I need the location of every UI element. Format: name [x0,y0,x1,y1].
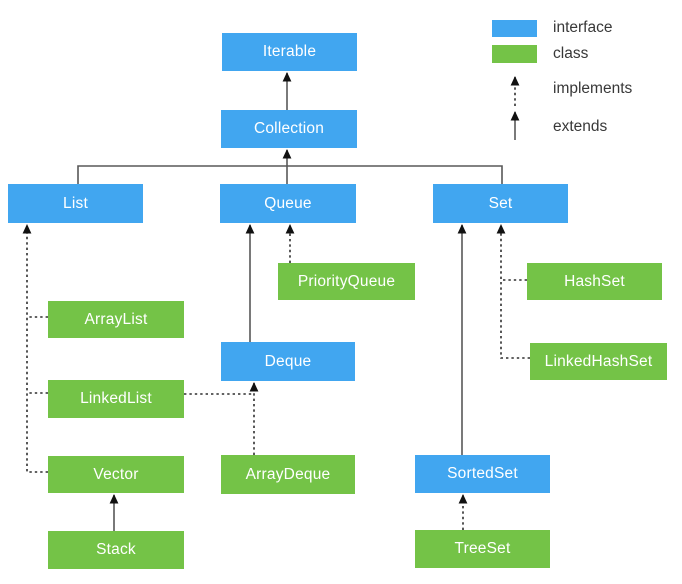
node-arraydeque: ArrayDeque [221,455,355,494]
node-queue: Queue [220,184,356,223]
node-iterable: Iterable [222,33,357,71]
legend-label-interface: interface [553,19,613,36]
interface-color-swatch [492,20,537,37]
node-stack: Stack [48,531,184,569]
node-hashset: HashSet [527,263,662,300]
legend-label-class: class [553,45,589,62]
node-sortedset: SortedSet [415,455,550,493]
node-treeset: TreeSet [415,530,550,568]
legend-label-implements: implements [553,80,633,97]
node-arraylist: ArrayList [48,301,184,338]
node-vector: Vector [48,456,184,493]
node-linkedhashset: LinkedHashSet [530,343,667,380]
class-color-swatch [492,45,537,63]
node-deque: Deque [221,342,355,381]
edge-set-implementors-spine [496,224,530,359]
node-list: List [8,184,143,223]
node-set: Set [433,184,568,223]
node-priorityqueue: PriorityQueue [278,263,415,300]
edge-list-implementors-spine [22,224,48,473]
node-collection: Collection [221,110,357,148]
node-linkedlist: LinkedList [48,380,184,418]
edge-branch-list-queue-set [77,165,503,184]
legend-label-extends: extends [553,118,608,135]
